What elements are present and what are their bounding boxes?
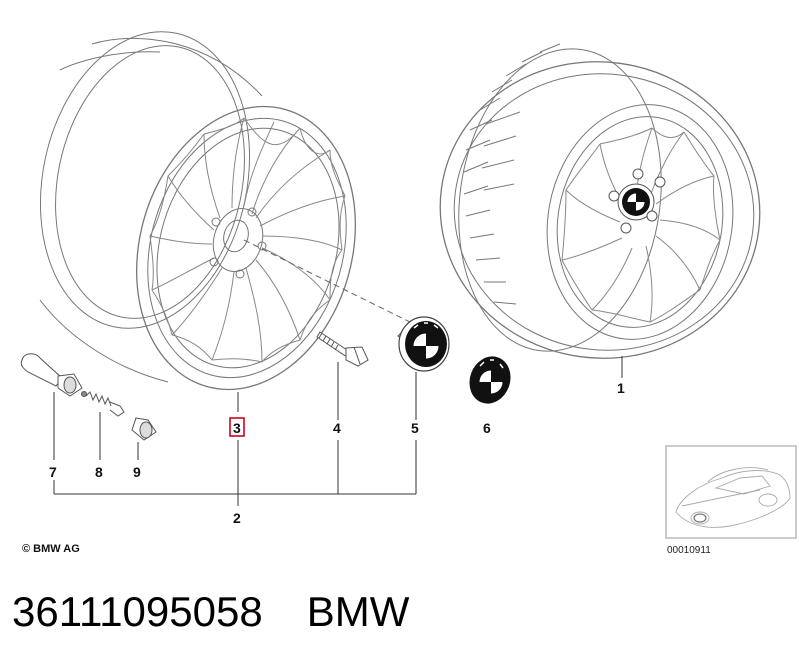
assembly-axis-line — [243, 239, 411, 323]
part-caption: 36111095058 BMW — [12, 584, 792, 644]
copyright-label: © BMW AG — [22, 543, 80, 555]
wheel-bolt-heads — [608, 168, 666, 234]
bolt-holes — [209, 207, 267, 279]
valve-cap — [131, 417, 157, 441]
callout-9: 9 — [133, 464, 141, 480]
tire-valve — [20, 353, 83, 397]
callout-7: 7 — [49, 464, 57, 480]
leader-lines — [53, 356, 623, 506]
emblem — [469, 356, 511, 404]
callout-2: 2 — [233, 510, 241, 526]
complete-wheel-tire — [439, 43, 761, 359]
part-number: 36111095058 — [12, 588, 263, 635]
callout-1: 1 — [617, 380, 625, 396]
wheel-bolt — [316, 331, 369, 367]
hub-cap — [397, 316, 450, 372]
rim-spokes — [149, 117, 346, 363]
highlight-box-3 — [229, 417, 245, 437]
callout-6: 6 — [483, 420, 491, 436]
callout-3: 3 — [233, 420, 241, 436]
valve-core — [81, 391, 125, 417]
alloy-rim — [39, 31, 357, 391]
callout-4: 4 — [333, 420, 341, 436]
complete-wheel-spokes — [561, 127, 721, 323]
vehicle-thumbnail — [665, 445, 797, 539]
hub-cap-emblem-mounted — [617, 183, 655, 221]
callout-5: 5 — [411, 420, 419, 436]
brand-name: BMW — [306, 588, 410, 635]
reference-number: 00010911 — [667, 545, 711, 556]
callout-8: 8 — [95, 464, 103, 480]
